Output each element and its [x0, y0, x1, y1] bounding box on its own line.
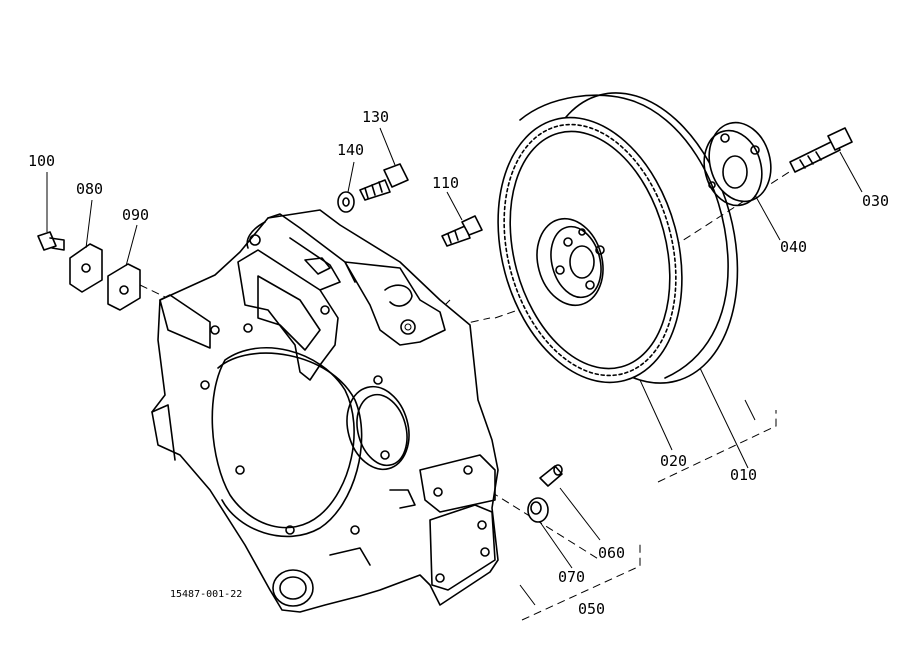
- label-110: 110: [432, 174, 459, 192]
- drawing-code: 15487-001-22: [170, 589, 242, 600]
- flywheel: [497, 92, 739, 384]
- cover-plate: [69, 243, 103, 293]
- part-labels: 100 080 090 140 130 110 030 040 020 010 …: [28, 108, 889, 618]
- bushing: [527, 497, 549, 523]
- label-140: 140: [337, 141, 364, 159]
- label-060: 060: [598, 544, 625, 562]
- label-130: 130: [362, 108, 389, 126]
- leader-lines: [46, 127, 863, 621]
- dowel-pin: [539, 464, 563, 487]
- label-010: 010: [730, 466, 757, 484]
- label-090: 090: [122, 206, 149, 224]
- label-020: 020: [660, 452, 687, 470]
- plug-bolt: [37, 231, 65, 251]
- label-100: 100: [28, 152, 55, 170]
- label-040: 040: [780, 238, 807, 256]
- washer: [337, 191, 355, 213]
- label-030: 030: [862, 192, 889, 210]
- housing-bolt-side: [441, 215, 483, 247]
- gasket: [107, 263, 141, 311]
- flywheel-bolt: [789, 127, 853, 173]
- flywheel-housing: [151, 209, 499, 613]
- label-070: 070: [558, 568, 585, 586]
- label-080: 080: [76, 180, 103, 198]
- flywheel-flange: [703, 121, 772, 207]
- label-050: 050: [578, 600, 605, 618]
- housing-bolt-top: [359, 163, 409, 201]
